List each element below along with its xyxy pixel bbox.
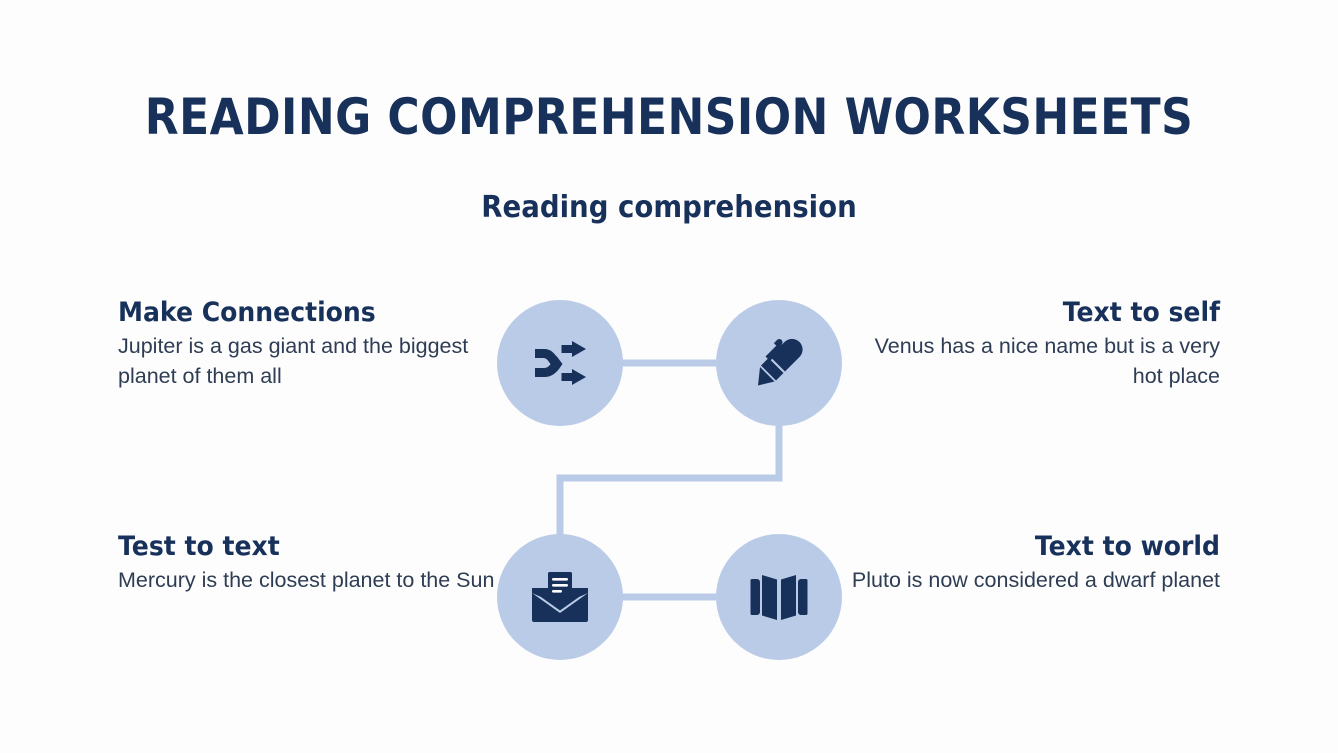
marker-pen-icon (751, 335, 807, 391)
text-block-text-to-self: Text to self Venus has a nice name but i… (840, 297, 1220, 391)
connector-tr-bl (556, 420, 783, 540)
body-make-connections: Jupiter is a gas giant and the biggest p… (118, 334, 469, 388)
node-test-to-text[interactable] (497, 534, 623, 660)
page-title: READING COMPREHENSION WORKSHEETS (144, 88, 1194, 146)
shuffle-icon (531, 340, 589, 386)
node-make-connections[interactable] (497, 300, 623, 426)
body-test-to-text: Mercury is the closest planet to the Sun (118, 568, 495, 593)
heading-text-to-self: Text to self (1062, 297, 1220, 328)
page-subtitle: Reading comprehension (481, 190, 857, 225)
heading-test-to-text: Test to text (118, 531, 280, 562)
body-text-to-self: Venus has a nice name but is a very hot … (874, 334, 1220, 388)
text-block-text-to-world: Text to world Pluto is now considered a … (840, 531, 1220, 596)
node-text-to-world[interactable] (716, 534, 842, 660)
heading-make-connections: Make Connections (118, 297, 376, 328)
text-block-test-to-text: Test to text Mercury is the closest plan… (118, 531, 498, 596)
body-text-to-world: Pluto is now considered a dwarf planet (851, 568, 1220, 593)
open-envelope-letter-icon (530, 571, 590, 623)
node-text-to-self[interactable] (716, 300, 842, 426)
heading-text-to-world: Text to world (1034, 531, 1220, 562)
text-block-make-connections: Make Connections Jupiter is a gas giant … (118, 297, 498, 391)
open-book-icon (750, 571, 808, 623)
